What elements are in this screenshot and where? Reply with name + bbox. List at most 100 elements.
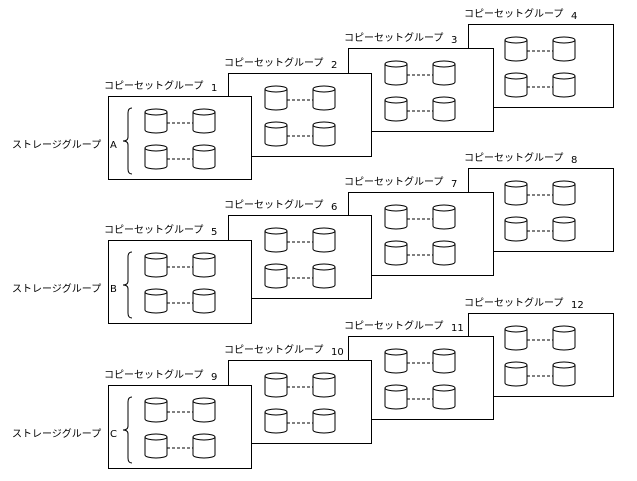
copy-set-group-label: コピーセットグループ bbox=[344, 31, 443, 44]
disk-pair-7-bottom bbox=[384, 240, 456, 266]
disk-icon bbox=[264, 121, 288, 147]
disk-icon bbox=[144, 144, 168, 170]
disk-icon bbox=[432, 204, 456, 230]
group-box bbox=[228, 360, 372, 444]
copy-set-group-label: コピーセットグループ bbox=[104, 79, 203, 92]
disk-icon bbox=[504, 325, 528, 351]
disk-pair-6-bottom bbox=[264, 263, 336, 289]
copy-set-group-label: コピーセットグループ bbox=[224, 56, 323, 69]
disk-icon bbox=[192, 397, 216, 423]
disk-icon bbox=[144, 288, 168, 314]
disk-icon bbox=[264, 85, 288, 111]
disk-icon bbox=[384, 348, 408, 374]
disk-pair-5-bottom bbox=[144, 288, 216, 314]
disk-icon bbox=[312, 227, 336, 253]
copy-set-group-number: 12 bbox=[571, 300, 584, 311]
disk-pair-4-bottom bbox=[504, 72, 576, 98]
disk-icon bbox=[312, 121, 336, 147]
copy-set-group-number: 10 bbox=[331, 347, 344, 358]
disk-pair-10-top bbox=[264, 372, 336, 398]
disk-pair-2-bottom bbox=[264, 121, 336, 147]
disk-icon bbox=[384, 384, 408, 410]
copy-set-group-number: 8 bbox=[571, 155, 577, 166]
disk-pair-10-bottom bbox=[264, 408, 336, 434]
disk-icon bbox=[192, 144, 216, 170]
disk-icon bbox=[264, 372, 288, 398]
disk-icon bbox=[312, 85, 336, 111]
disk-icon bbox=[192, 433, 216, 459]
copy-set-group-label: コピーセットグループ bbox=[464, 151, 563, 164]
disk-pair-9-top bbox=[144, 397, 216, 423]
disk-icon bbox=[384, 96, 408, 122]
group-box bbox=[348, 48, 494, 132]
copy-set-group-number: 7 bbox=[451, 179, 457, 190]
disk-icon bbox=[552, 361, 576, 387]
disk-icon bbox=[432, 96, 456, 122]
copy-set-group-label: コピーセットグループ bbox=[224, 198, 323, 211]
disk-pair-6-top bbox=[264, 227, 336, 253]
disk-icon bbox=[504, 361, 528, 387]
copy-set-group-3: コピーセットグループ 3 bbox=[344, 31, 494, 132]
disk-pair-12-top bbox=[504, 325, 576, 351]
disk-icon bbox=[432, 60, 456, 86]
copy-set-group-label: コピーセットグループ bbox=[464, 7, 563, 20]
disk-icon bbox=[504, 216, 528, 242]
disk-pair-3-bottom bbox=[384, 96, 456, 122]
disk-pair-2-top bbox=[264, 85, 336, 111]
disk-icon bbox=[552, 180, 576, 206]
copy-set-group-number: 9 bbox=[211, 372, 217, 383]
disk-icon bbox=[312, 372, 336, 398]
copy-set-group-8: コピーセットグループ 8 bbox=[464, 151, 614, 252]
disk-pair-7-top bbox=[384, 204, 456, 230]
copy-set-group-label: コピーセットグループ bbox=[224, 343, 323, 356]
disk-icon bbox=[432, 348, 456, 374]
storage-group-label: ストレージグループ bbox=[12, 138, 101, 151]
disk-pair-9-bottom bbox=[144, 433, 216, 459]
disk-icon bbox=[552, 216, 576, 242]
disk-icon bbox=[312, 408, 336, 434]
storage-group-B: ストレージグループ B bbox=[12, 251, 133, 319]
disk-pair-11-top bbox=[384, 348, 456, 374]
disk-icon bbox=[312, 263, 336, 289]
disk-icon bbox=[192, 108, 216, 134]
copy-set-group-number: 4 bbox=[571, 11, 577, 22]
copy-set-group-6: コピーセットグループ 6 bbox=[224, 198, 372, 299]
copy-set-group-7: コピーセットグループ 7 bbox=[344, 175, 494, 276]
disk-icon bbox=[552, 36, 576, 62]
storage-group-C: ストレージグループ C bbox=[12, 396, 133, 464]
copy-set-group-label: コピーセットグループ bbox=[344, 175, 443, 188]
disk-icon bbox=[144, 433, 168, 459]
group-box bbox=[108, 96, 252, 180]
disk-pair-8-top bbox=[504, 180, 576, 206]
disk-icon bbox=[504, 72, 528, 98]
group-box bbox=[108, 385, 252, 469]
storage-group-label: ストレージグループ bbox=[12, 427, 101, 440]
storage-group-letter: B bbox=[110, 284, 117, 295]
copy-set-group-number: 6 bbox=[331, 202, 337, 213]
disk-pair-12-bottom bbox=[504, 361, 576, 387]
disk-pair-4-top bbox=[504, 36, 576, 62]
brace bbox=[122, 107, 133, 175]
disk-icon bbox=[144, 108, 168, 134]
disk-pair-5-top bbox=[144, 252, 216, 278]
disk-icon bbox=[192, 288, 216, 314]
group-box bbox=[348, 336, 494, 420]
brace bbox=[122, 396, 133, 464]
disk-icon bbox=[432, 240, 456, 266]
disk-pair-3-top bbox=[384, 60, 456, 86]
storage-group-letter: C bbox=[110, 429, 117, 440]
brace bbox=[122, 251, 133, 319]
disk-pair-11-bottom bbox=[384, 384, 456, 410]
disk-pair-1-bottom bbox=[144, 144, 216, 170]
disk-icon bbox=[264, 408, 288, 434]
disk-icon bbox=[384, 204, 408, 230]
storage-group-label: ストレージグループ bbox=[12, 282, 101, 295]
copy-set-group-number: 3 bbox=[451, 35, 457, 46]
disk-icon bbox=[384, 60, 408, 86]
disk-icon bbox=[264, 227, 288, 253]
copy-set-group-label: コピーセットグループ bbox=[104, 223, 203, 236]
